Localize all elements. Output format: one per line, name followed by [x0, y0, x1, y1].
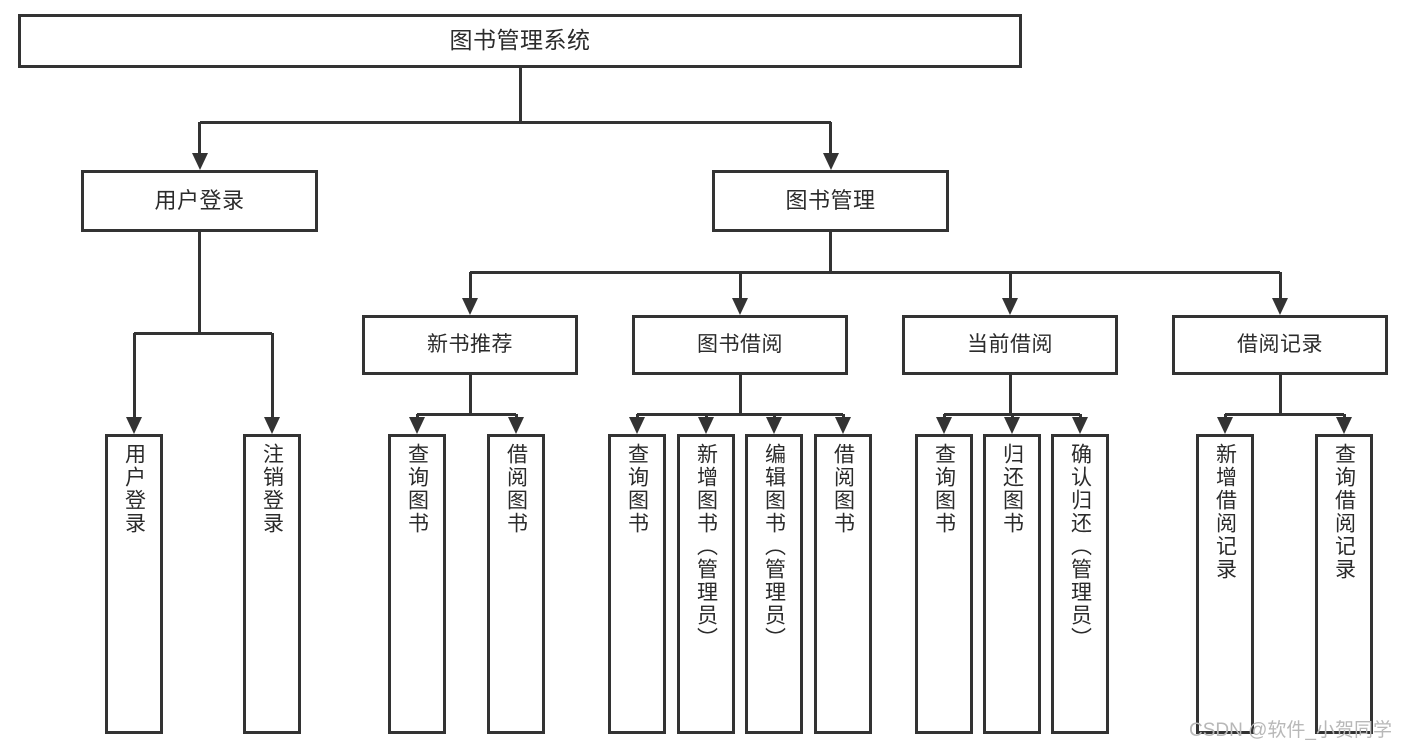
node-label: 图书借阅	[697, 333, 783, 357]
arrowhead-icon	[462, 298, 478, 315]
node-leaf-borrow-book[interactable]: 借阅图书	[814, 434, 872, 734]
node-label: 查询借阅记录	[1332, 443, 1356, 581]
node-label: 用户登录	[122, 443, 146, 535]
node-label: 当前借阅	[967, 333, 1053, 357]
connector-user-login-child-1	[271, 333, 274, 420]
node-new-book-recommend[interactable]: 新书推荐	[362, 315, 578, 375]
node-leaf-query-book-current[interactable]: 查询图书	[915, 434, 973, 734]
arrowhead-icon	[835, 417, 851, 434]
arrowhead-icon	[1336, 417, 1352, 434]
connector-1-stem	[739, 375, 742, 414]
node-label: 新书推荐	[427, 333, 513, 357]
connector-0-bus	[417, 413, 516, 416]
node-book-borrow[interactable]: 图书借阅	[632, 315, 848, 375]
node-leaf-confirm-return-admin[interactable]: 确认归还（管理员）	[1051, 434, 1109, 734]
arrowhead-icon	[698, 417, 714, 434]
connector-book-mgmt-child-1	[739, 272, 742, 301]
connector-root-stem	[519, 68, 522, 122]
node-label: 图书管理	[785, 187, 876, 213]
node-leaf-user-login[interactable]: 用户登录	[105, 434, 163, 734]
node-leaf-query-book-rec[interactable]: 查询图书	[388, 434, 446, 734]
node-root-system[interactable]: 图书管理系统	[18, 14, 1022, 68]
connector-user-login-child-0	[133, 333, 136, 420]
arrowhead-icon	[766, 417, 782, 434]
connector-0-stem	[469, 375, 472, 414]
arrowhead-icon	[1072, 417, 1088, 434]
node-leaf-add-book-admin[interactable]: 新增图书（管理员）	[677, 434, 735, 734]
arrowhead-icon	[126, 417, 142, 434]
connector-3-stem	[1279, 375, 1282, 414]
connector-book-mgmt-child-2	[1009, 272, 1012, 301]
node-leaf-query-borrow-record[interactable]: 查询借阅记录	[1315, 434, 1373, 734]
node-leaf-borrow-book-rec[interactable]: 借阅图书	[487, 434, 545, 734]
arrowhead-icon	[508, 417, 524, 434]
node-label: 新增借阅记录	[1213, 443, 1237, 581]
node-label: 借阅记录	[1237, 333, 1323, 357]
connector-3-bus	[1225, 413, 1344, 416]
node-leaf-logout[interactable]: 注销登录	[243, 434, 301, 734]
watermark-text: CSDN @软件_小贺同学	[1189, 720, 1392, 741]
connector-book-mgmt-child-3	[1279, 272, 1282, 301]
node-label: 查询图书	[625, 443, 649, 535]
connector-user-login-bus	[134, 332, 272, 335]
connector-user-login-stem	[198, 232, 201, 333]
arrowhead-icon	[192, 153, 208, 170]
node-book-management[interactable]: 图书管理	[712, 170, 949, 232]
node-label: 查询图书	[932, 443, 956, 535]
arrowhead-icon	[936, 417, 952, 434]
arrowhead-icon	[732, 298, 748, 315]
arrowhead-icon	[1272, 298, 1288, 315]
connector-book-mgmt-child-0	[469, 272, 472, 301]
connector-root-to-user-login	[198, 122, 201, 156]
arrowhead-icon	[1002, 298, 1018, 315]
connector-root-to-book-mgmt	[829, 122, 832, 156]
node-label: 确认归还（管理员）	[1068, 443, 1092, 650]
node-leaf-return-book[interactable]: 归还图书	[983, 434, 1041, 734]
node-leaf-edit-book-admin[interactable]: 编辑图书（管理员）	[745, 434, 803, 734]
node-label: 归还图书	[1000, 443, 1024, 535]
node-user-login[interactable]: 用户登录	[81, 170, 318, 232]
connector-1-bus	[637, 413, 843, 416]
node-label: 借阅图书	[831, 443, 855, 535]
connector-book-mgmt-stem	[829, 232, 832, 272]
arrowhead-icon	[409, 417, 425, 434]
arrowhead-icon	[1004, 417, 1020, 434]
node-label: 用户登录	[154, 187, 245, 213]
node-current-borrow[interactable]: 当前借阅	[902, 315, 1118, 375]
node-label: 编辑图书（管理员）	[762, 443, 786, 650]
node-leaf-query-book-borrow[interactable]: 查询图书	[608, 434, 666, 734]
node-leaf-add-borrow-record[interactable]: 新增借阅记录	[1196, 434, 1254, 734]
arrowhead-icon	[823, 153, 839, 170]
arrowhead-icon	[1217, 417, 1233, 434]
arrowhead-icon	[264, 417, 280, 434]
node-label: 新增图书（管理员）	[694, 443, 718, 650]
node-label: 借阅图书	[504, 443, 528, 535]
node-label: 注销登录	[260, 443, 284, 535]
connector-2-stem	[1009, 375, 1012, 414]
arrowhead-icon	[629, 417, 645, 434]
connector-root-bus	[199, 121, 831, 124]
node-label: 图书管理系统	[449, 27, 591, 54]
node-borrow-records[interactable]: 借阅记录	[1172, 315, 1388, 375]
node-label: 查询图书	[405, 443, 429, 535]
connector-book-mgmt-bus	[470, 271, 1280, 274]
